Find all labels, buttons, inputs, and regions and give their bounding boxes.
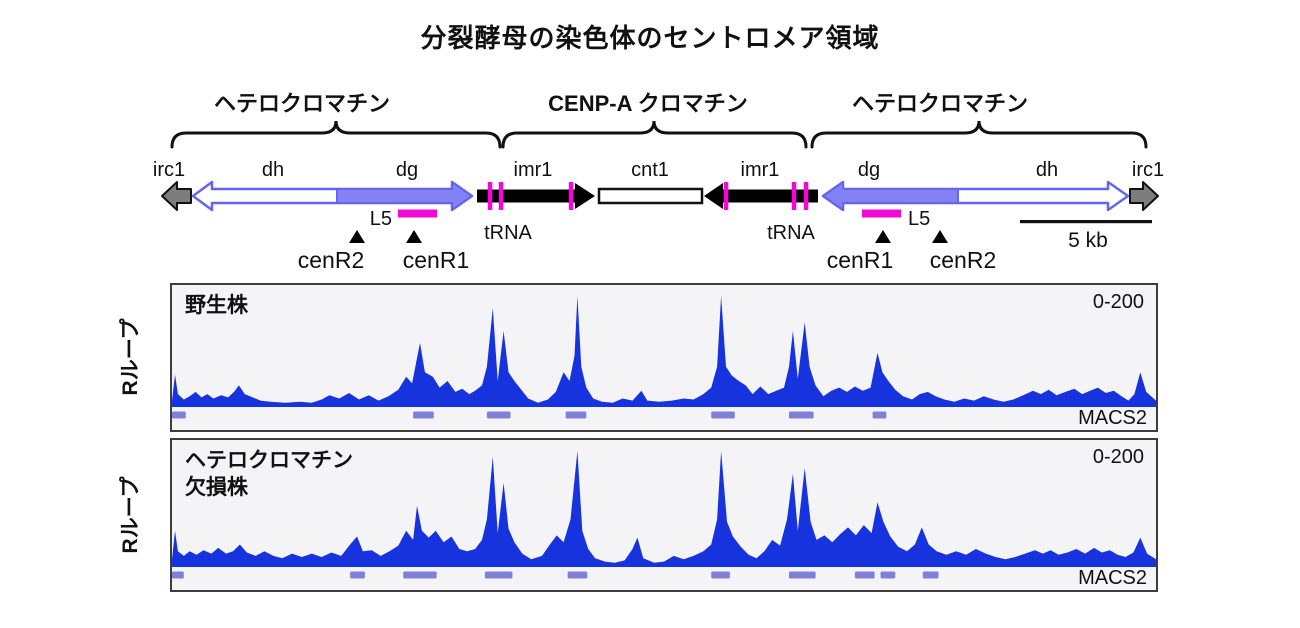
signal-range-track1: 0-200	[1092, 291, 1144, 313]
macs2-peak-bar	[484, 571, 513, 579]
track-label-heterochromatin-deficient: ヘテロクロマチン 欠損株	[185, 447, 353, 501]
cenr1-label-right: cenR1	[827, 247, 893, 273]
trna-mark	[723, 182, 729, 210]
macs2-peak-bar	[413, 411, 434, 419]
track-label-line: 野生株	[185, 294, 248, 317]
macs2-peak-bar	[172, 411, 186, 419]
macs2-peak-bar	[789, 571, 816, 579]
brace-heterochromatin-right	[810, 120, 1148, 149]
signal-baseline	[172, 403, 1156, 407]
macs2-peak-bar	[872, 411, 887, 419]
brace-heterochromatin-left	[170, 120, 502, 149]
trna-mark	[487, 182, 493, 210]
track-label-wildtype: 野生株	[185, 292, 248, 319]
cenr2-label-left: cenR2	[298, 247, 364, 273]
trna-mark	[498, 182, 504, 210]
dg-arrow-left	[336, 181, 473, 211]
gene-label-dh-left: dh	[262, 159, 284, 181]
macs2-peak-bar	[403, 571, 437, 579]
l5-label-left: L5	[370, 208, 392, 230]
cnt1-box	[597, 187, 704, 205]
region-label-cenpa-chromatin: CENP-A クロマチン	[548, 91, 748, 116]
gene-label-cnt1: cnt1	[631, 159, 669, 181]
l5-probe-bar-right	[862, 209, 901, 218]
macs2-peak-bar	[350, 571, 365, 579]
macs2-peak-bar	[711, 571, 730, 579]
macs2-peak-bar	[880, 571, 896, 579]
cenr2-marker-left	[349, 230, 365, 243]
cenr1-label-left: cenR1	[403, 247, 469, 273]
gene-label-dg-left: dg	[396, 159, 418, 181]
track-panel-wildtype: 野生株 0-200 MACS2	[170, 283, 1158, 432]
imr1-arrowhead-left	[575, 183, 595, 209]
macs2-peak-bar	[567, 571, 588, 579]
macs2-label-track2: MACS2	[1078, 567, 1147, 589]
rloop-signal-heterochromatin-deficient	[172, 451, 1156, 579]
macs2-peak-bar	[711, 411, 735, 419]
macs2-peak-bar	[565, 411, 587, 419]
gene-label-dg-right: dg	[858, 159, 880, 181]
l5-probe-bar-left	[398, 209, 437, 218]
rloop-signal-wildtype	[172, 296, 1156, 419]
rloop-ylabel-track2: Rループ	[119, 476, 142, 554]
macs2-peak-bar	[854, 571, 875, 579]
macs2-label-track1: MACS2	[1078, 407, 1147, 429]
trna-label-left: tRNA	[484, 222, 532, 244]
track-label-line: 欠損株	[185, 476, 248, 499]
track-label-line: ヘテロクロマチン	[185, 449, 353, 472]
trna-mark	[791, 182, 797, 210]
cenr2-marker-right	[932, 230, 948, 243]
trna-label-right: tRNA	[767, 222, 815, 244]
signal-range-track2: 0-200	[1092, 446, 1144, 468]
dg-arrow-right	[822, 181, 959, 211]
scale-bar-label: 5 kb	[1068, 229, 1108, 252]
rloop-coverage-area	[172, 451, 1156, 565]
track-panel-heterochromatin-deficient: ヘテロクロマチン 欠損株 0-200 MACS2	[170, 438, 1158, 592]
macs2-peak-bar	[172, 571, 184, 579]
region-label-heterochromatin-left: ヘテロクロマチン	[214, 91, 390, 116]
imr1-bar-right	[721, 189, 818, 203]
gene-label-irc1-right: irc1	[1132, 159, 1164, 181]
rloop-coverage-area	[172, 296, 1156, 405]
rloop-ylabel-track1: Rループ	[119, 318, 142, 396]
trna-mark	[803, 182, 809, 210]
scale-bar	[1020, 220, 1152, 224]
gene-label-imr1-left: imr1	[514, 159, 553, 181]
gene-label-dh-right: dh	[1036, 159, 1058, 181]
trna-mark	[568, 182, 574, 210]
gene-label-irc1-left: irc1	[153, 159, 185, 181]
macs2-peak-bar	[789, 411, 814, 419]
cenr2-label-right: cenR2	[930, 247, 996, 273]
region-label-heterochromatin-right: ヘテロクロマチン	[852, 91, 1028, 116]
cenr1-marker-right	[875, 230, 891, 243]
l5-label-right: L5	[908, 208, 930, 230]
brace-cenpa-chromatin	[501, 120, 808, 149]
irc1-arrow-left	[161, 181, 192, 211]
macs2-peak-bar	[922, 571, 939, 579]
macs2-peak-bar	[486, 411, 511, 419]
signal-baseline	[172, 563, 1156, 567]
figure-title: 分裂酵母の染色体のセントロメア領域	[420, 23, 880, 53]
imr1-arrowhead-right	[704, 183, 723, 209]
irc1-arrow-right	[1129, 181, 1159, 211]
cenr1-marker-left	[406, 230, 422, 243]
gene-label-imr1-right: imr1	[741, 159, 780, 181]
centromere-map-diagram: ヘテロクロマチン CENP-A クロマチン ヘテロクロマチン irc1 dh d…	[153, 91, 1164, 273]
